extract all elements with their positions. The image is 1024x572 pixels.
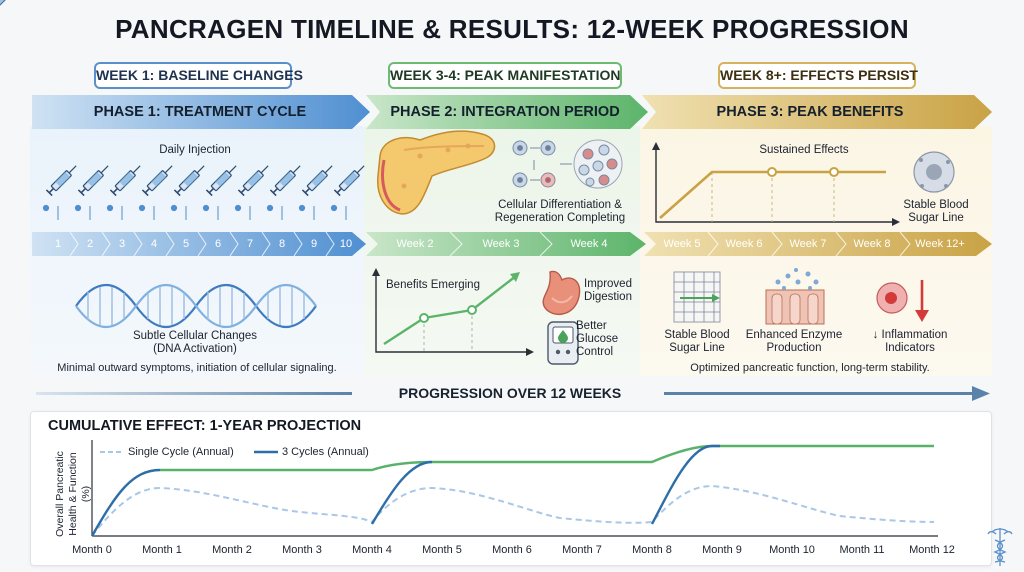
- day-3: 3: [118, 238, 126, 250]
- page-title: PANCRAGEN TIMELINE & RESULTS: 12-WEEK PR…: [115, 14, 909, 44]
- month-6-label: Month 6: [492, 544, 532, 556]
- dna-caption: Subtle Cellular Changes (DNA Activation): [132, 330, 258, 355]
- month-0-label: Month 0: [72, 544, 112, 556]
- pancreas-icon: [377, 130, 496, 215]
- week-badge-2: WEEK 3-4: PEAK MANIFESTATION: [388, 62, 622, 89]
- phase2-arrow: [366, 95, 648, 129]
- blood-sugar-graph-icon: [673, 271, 721, 323]
- phase1-arrow: [32, 95, 370, 129]
- month-11-label: Month 11: [839, 544, 885, 556]
- month-9-label: Month 9: [702, 544, 742, 556]
- cumulative-chart: [90, 440, 938, 537]
- cumulative-title: CUMULATIVE EFFECT: 1-YEAR PROJECTION: [48, 418, 362, 434]
- caduceus-logo-icon: [987, 528, 1013, 566]
- glucose-meter-icon: [547, 321, 579, 365]
- sustained-effects-chart: [652, 142, 900, 226]
- stable-blood-sugar-top-label: Stable Blood Sugar Line: [903, 199, 969, 224]
- week-2-label: Week 2: [396, 238, 434, 250]
- phase1-summary: Minimal outward symptoms, initiation of …: [57, 362, 337, 374]
- day-2: 2: [86, 238, 94, 250]
- benefits-emerging-label: Benefits Emerging: [386, 279, 480, 291]
- cell-caption: Cellular Differentiation & Regeneration …: [494, 199, 626, 224]
- stable-cell-icon: [913, 151, 955, 193]
- week-12-label: Week 12+: [915, 238, 965, 250]
- sustained-effects-label: Sustained Effects: [759, 144, 849, 156]
- series-single-cycle: [91, 484, 935, 537]
- inflammation-cell-icon: [876, 280, 929, 322]
- month-1-label: Month 1: [142, 544, 182, 556]
- week-badge-3: WEEK 8+: EFFECTS PERSIST: [718, 62, 918, 89]
- syringes: [45, 162, 368, 197]
- glucose-label: Better Glucose Control: [576, 320, 619, 358]
- day-8: 8: [278, 238, 286, 250]
- day-5: 5: [182, 238, 190, 250]
- benefits-emerging-chart: [372, 268, 534, 356]
- y-axis-label: Overall Pancreatic Health & Function (%): [54, 451, 92, 537]
- digestion-label: Improved Digestion: [584, 278, 632, 303]
- syringe-icons: [0, 0, 10, 12]
- week-badge-1: WEEK 1: BASELINE CHANGES: [94, 62, 303, 89]
- drops-and-arrows: [42, 204, 347, 220]
- legend-single-label: Single Cycle (Annual): [128, 446, 234, 458]
- inflammation-label: ↓ Inflammation Indicators: [872, 329, 948, 354]
- month-12-label: Month 12: [909, 544, 955, 556]
- day-10: 10: [339, 238, 353, 250]
- week-6-label: Week 6: [725, 238, 763, 250]
- series-three-cycles-blue: [90, 444, 720, 537]
- month-2-label: Month 2: [212, 544, 252, 556]
- enzyme-production-label: Enhanced Enzyme Production: [745, 329, 843, 354]
- dna-helix-icon: [75, 283, 317, 329]
- week-7-label: Week 7: [789, 238, 827, 250]
- enzyme-production-icon: [765, 268, 825, 325]
- phase1-label: PHASE 1: TREATMENT CYCLE: [93, 104, 307, 120]
- week-4-label: Week 4: [570, 238, 608, 250]
- day-9: 9: [310, 238, 318, 250]
- stomach-icon: [542, 270, 581, 315]
- day-4: 4: [150, 238, 158, 250]
- day-strip: [32, 232, 366, 256]
- week-5-label: Week 5: [663, 238, 701, 250]
- phase3-arrow: [642, 95, 992, 129]
- month-7-label: Month 7: [562, 544, 602, 556]
- legend-three-label: 3 Cycles (Annual): [282, 446, 369, 458]
- progression-arrow: [36, 386, 990, 401]
- week2-4-strip: [366, 232, 646, 256]
- day-6: 6: [214, 238, 222, 250]
- daily-injection-label: Daily Injection: [159, 144, 231, 156]
- stable-blood-sugar-label: Stable Blood Sugar Line: [664, 329, 730, 354]
- month-4-label: Month 4: [352, 544, 392, 556]
- week-8-label: Week 8: [853, 238, 891, 250]
- month-3-label: Month 3: [282, 544, 322, 556]
- day-7: 7: [246, 238, 254, 250]
- day-strip-chevrons: [69, 231, 911, 257]
- week-3-label: Week 3: [482, 238, 520, 250]
- phase3-label: PHASE 3: PEAK BENEFITS: [716, 104, 904, 120]
- cell-differentiation-icon: [512, 139, 623, 189]
- day-1: 1: [54, 238, 62, 250]
- progression-label: PROGRESSION OVER 12 WEEKS: [398, 385, 622, 401]
- month-8-label: Month 8: [632, 544, 672, 556]
- phase2-label: PHASE 2: INTEGRATION PERIOD: [390, 104, 620, 120]
- month-5-label: Month 5: [422, 544, 462, 556]
- phase3-summary: Optimized pancreatic function, long-term…: [690, 362, 930, 374]
- month-10-label: Month 10: [769, 544, 815, 556]
- series-three-cycles-green: [160, 444, 934, 472]
